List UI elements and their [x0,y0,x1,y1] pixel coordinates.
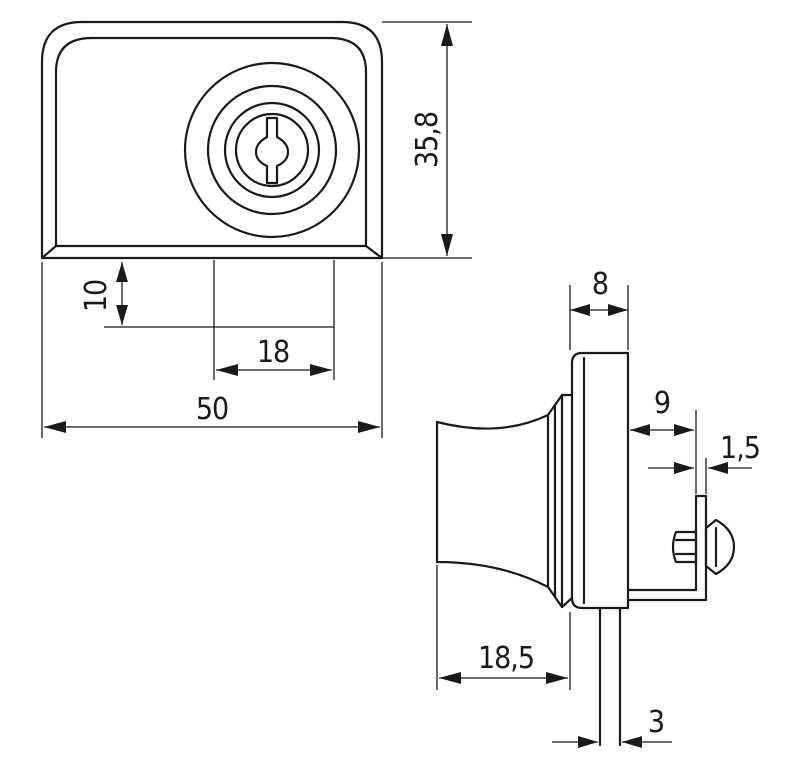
dim-knob-length: 18,5 [436,565,571,690]
front-body-inner [54,36,368,248]
dim-glass-thickness: 3 [552,705,672,748]
dim-thickness-label: 1,5 [720,431,760,466]
dim-cutout-depth: 10 [79,262,128,325]
dim-knob-length-label: 18,5 [478,641,534,676]
lock-outer-ring [183,61,361,239]
front-view [40,20,384,380]
bolt-head [704,518,736,576]
dim-gap-label: 9 [654,386,670,421]
keyhole-icon [254,116,290,185]
dim-cutout-depth-label: 10 [79,280,114,312]
dim-thickness: 1,5 [648,431,761,494]
dim-body-depth: 8 [569,267,629,350]
dim-height-label: 35,8 [410,112,445,168]
bracket [626,494,708,602]
knob-outline [435,393,564,609]
side-view [435,351,736,747]
dim-gap: 9 [630,386,697,494]
front-body-outline [40,20,384,260]
dim-cutout-width: 18 [216,335,332,376]
lock-inner-ring [223,101,321,199]
dim-cutout-width-label: 18 [257,335,289,370]
side-body-outline [570,351,630,610]
dim-width-label: 50 [196,392,228,427]
dim-glass-thickness-label: 3 [648,705,664,740]
dim-height: 35,8 [382,21,472,259]
lock-middle-ring [206,84,338,216]
dim-width: 50 [41,262,383,438]
lock-core [234,112,310,188]
bolt [671,530,698,564]
dim-body-depth-label: 8 [592,267,608,302]
